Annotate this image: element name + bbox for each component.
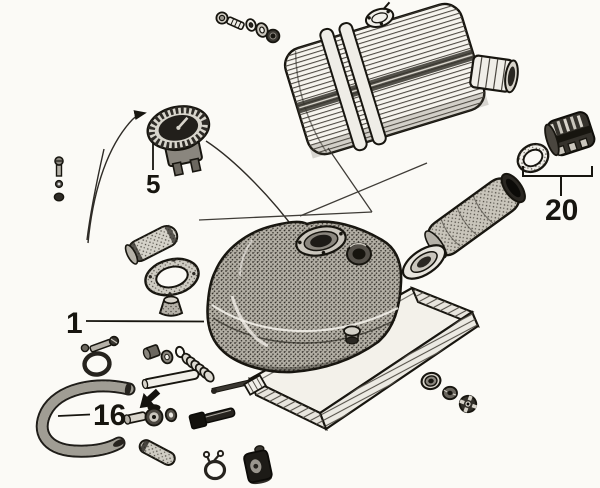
washer-right xyxy=(164,407,178,423)
sleeve-hose xyxy=(124,224,179,265)
callout-5-label: 5 xyxy=(146,169,160,199)
screw-washer-nut-set-left xyxy=(53,156,65,202)
fuel-cap xyxy=(146,105,211,177)
flat-washer xyxy=(420,371,442,391)
direction-arrow xyxy=(139,388,161,409)
leader-fork-lines xyxy=(198,147,428,221)
gasket-ring xyxy=(144,257,200,297)
castellated-nut xyxy=(458,394,478,414)
rubber-cap xyxy=(243,445,273,485)
callout-1: 1 xyxy=(66,307,205,340)
hex-nut xyxy=(265,28,281,44)
hex-bolt xyxy=(215,11,245,31)
callout-20-label: 20 xyxy=(545,194,578,227)
washer-mid xyxy=(160,349,174,365)
bell-mouth-flange xyxy=(401,244,447,280)
tank-base-ridge xyxy=(211,304,399,333)
callout-1-label: 1 xyxy=(66,307,83,340)
seal-ring xyxy=(516,142,550,174)
bolt-washer-nut-set-top xyxy=(215,11,281,44)
filler-opening-ring xyxy=(295,225,347,257)
rod-bracket xyxy=(242,374,268,396)
callout-16-label: 16 xyxy=(93,399,126,432)
callout-20-bracket xyxy=(522,166,593,196)
hose-clamp-screw xyxy=(80,335,120,377)
black-bolt xyxy=(188,407,236,430)
lower-fuel-tank xyxy=(206,220,403,374)
tank-neck-stub xyxy=(346,242,372,266)
callout-16-leader xyxy=(57,413,91,417)
rubber-bung xyxy=(158,295,184,317)
washer-large xyxy=(255,22,269,38)
tank-strap-left xyxy=(319,27,368,152)
upper-fuel-tank xyxy=(283,1,519,159)
callout-20: 20 xyxy=(522,166,593,227)
cap-to-tank-curve xyxy=(205,140,299,235)
cap-arrow-curve xyxy=(87,110,147,244)
wire-clamp xyxy=(202,449,227,481)
callout-16: 16 xyxy=(57,399,126,432)
long-tube xyxy=(141,369,200,390)
tray-rod xyxy=(211,374,268,396)
fitting-row xyxy=(123,344,236,430)
callout-1-leader xyxy=(85,320,205,323)
washer-nut-set-right xyxy=(420,371,478,414)
washer-small xyxy=(245,18,257,32)
lock-washer xyxy=(442,385,458,401)
sleeve-nut xyxy=(142,344,161,360)
hose-segment xyxy=(138,439,176,466)
callout-5: 5 xyxy=(146,142,160,199)
retainer-ring xyxy=(174,345,186,359)
tank-highlight xyxy=(230,295,269,348)
tap-fitting xyxy=(123,404,164,427)
spring xyxy=(181,352,215,383)
tank-spout xyxy=(469,54,519,94)
sender-unit xyxy=(364,1,395,28)
fuel-hose xyxy=(35,379,176,466)
tank-strap-right xyxy=(338,22,387,146)
tap-cap xyxy=(544,111,596,157)
cap-curve-2 xyxy=(86,148,105,241)
drain-plug xyxy=(343,325,361,345)
